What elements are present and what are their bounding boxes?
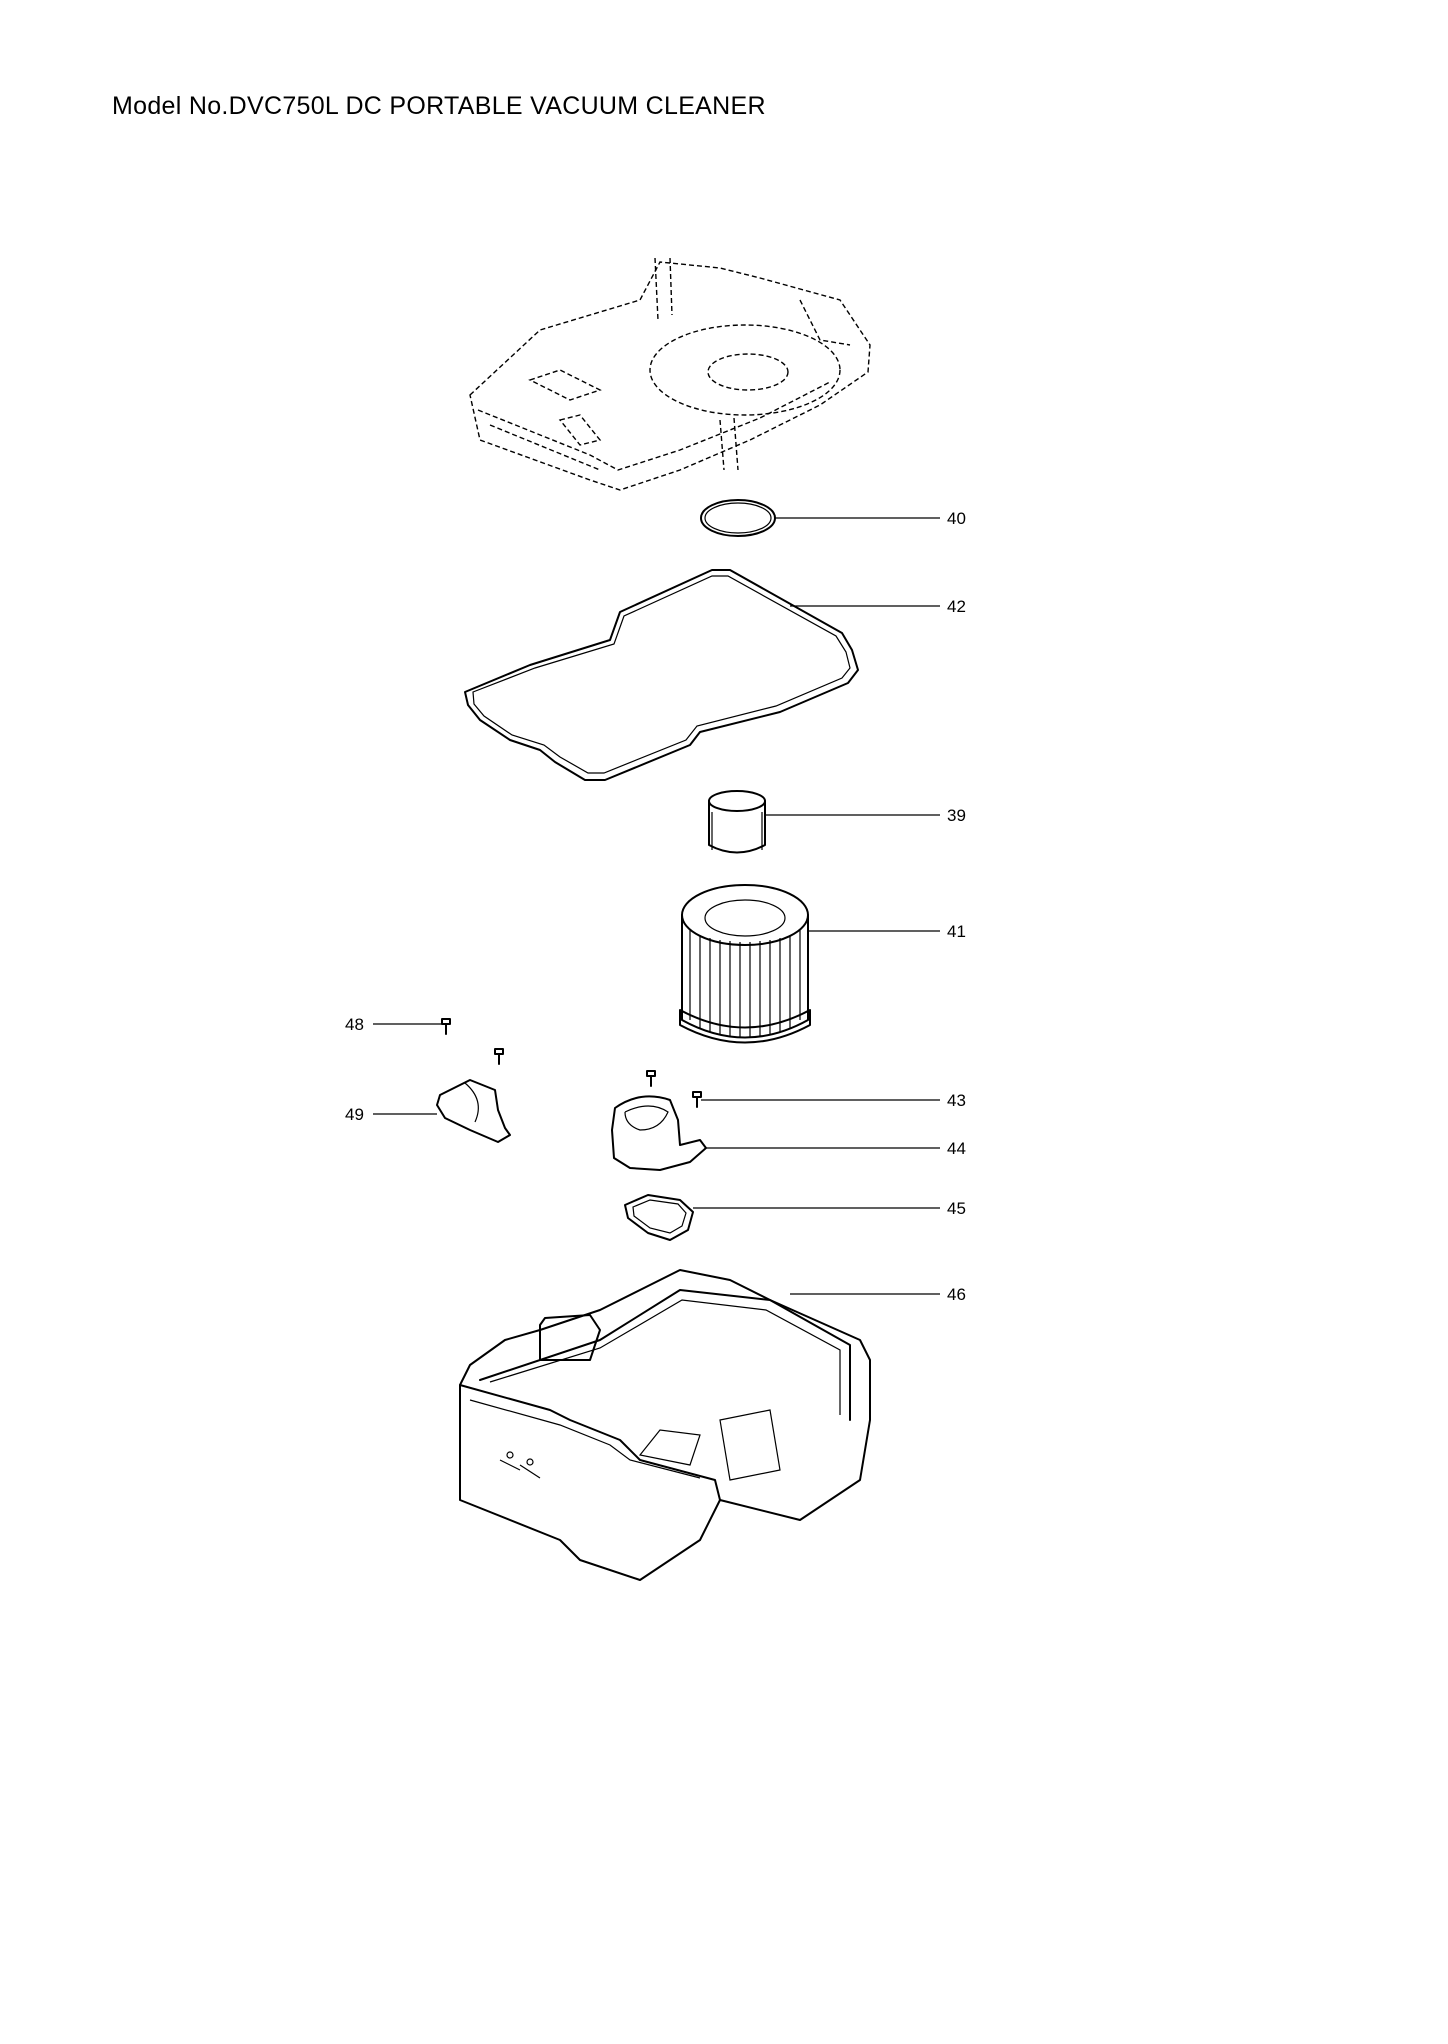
callout-46: 46: [947, 1285, 966, 1304]
callout-39: 39: [947, 806, 966, 825]
screw-icon: [646, 1070, 656, 1087]
dust-case-icon: [459, 1269, 871, 1581]
seal-ring-icon: [624, 1194, 694, 1241]
cylinder-cap-icon: [708, 790, 766, 854]
o-ring-icon: [700, 499, 776, 537]
filter-cartridge-icon: [679, 884, 811, 1044]
hose-holder-icon: [436, 1079, 511, 1143]
callout-43: 43: [947, 1091, 966, 1110]
screw-icon: [692, 1091, 702, 1108]
screw-icon: [494, 1048, 504, 1065]
callout-41: 41: [947, 922, 966, 941]
gasket-icon: [464, 569, 859, 781]
callout-45: 45: [947, 1199, 966, 1218]
callout-48: 48: [345, 1015, 364, 1034]
leader-lines: [373, 517, 940, 1295]
hose-holder-icon: [611, 1095, 707, 1171]
callout-42: 42: [947, 597, 966, 616]
callout-49: 49: [345, 1105, 364, 1124]
motor-housing-outline: [469, 257, 871, 491]
page-title: Model No.DVC750L DC PORTABLE VACUUM CLEA…: [112, 92, 766, 120]
screw-icon: [441, 1018, 451, 1035]
callout-44: 44: [947, 1139, 966, 1158]
callout-40: 40: [947, 509, 966, 528]
